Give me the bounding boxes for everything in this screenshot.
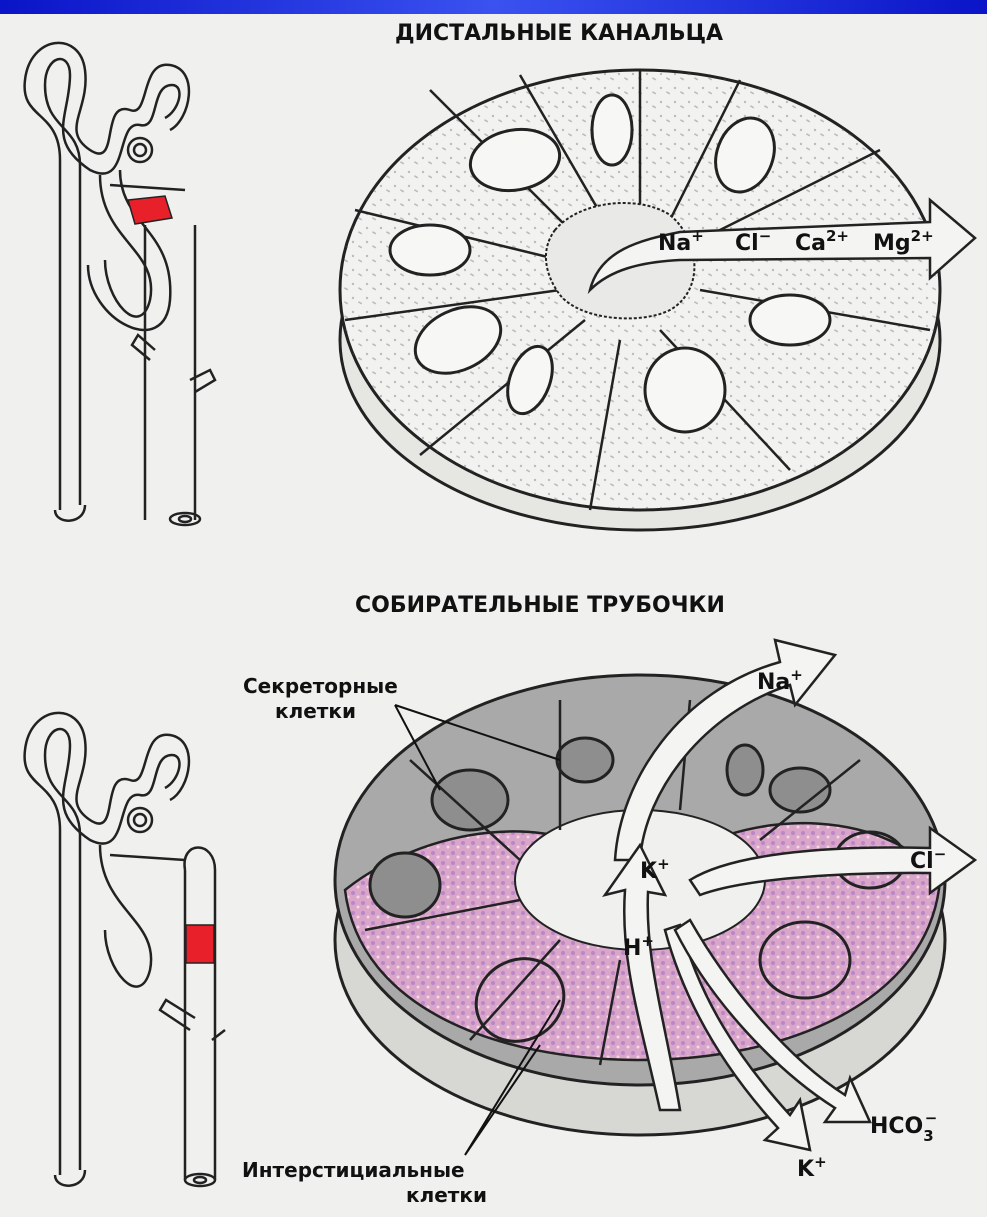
distal-highlight-marker [128,196,172,224]
distal-tubule-cross-section [340,70,975,530]
secretory-cells-label-2: клетки [275,699,356,723]
collecting-ducts-title: СОБИРАТЕЛЬНЫЕ ТРУБОЧКИ [355,593,725,618]
ion-hco3: HCO3− [870,1109,937,1145]
interstitial-cells-label: Интерстициальные [242,1158,465,1182]
ion-k-out: K+ [797,1153,827,1182]
distal-tubules-title: ДИСТАЛЬНЫЕ КАНАЛЬЦА [395,21,723,46]
nephron-schematic-top [25,43,215,525]
collecting-highlight-marker [186,925,214,963]
interstitial-cells-label-2: клетки [406,1183,487,1207]
secretory-cells-label: Секреторные [243,674,398,698]
